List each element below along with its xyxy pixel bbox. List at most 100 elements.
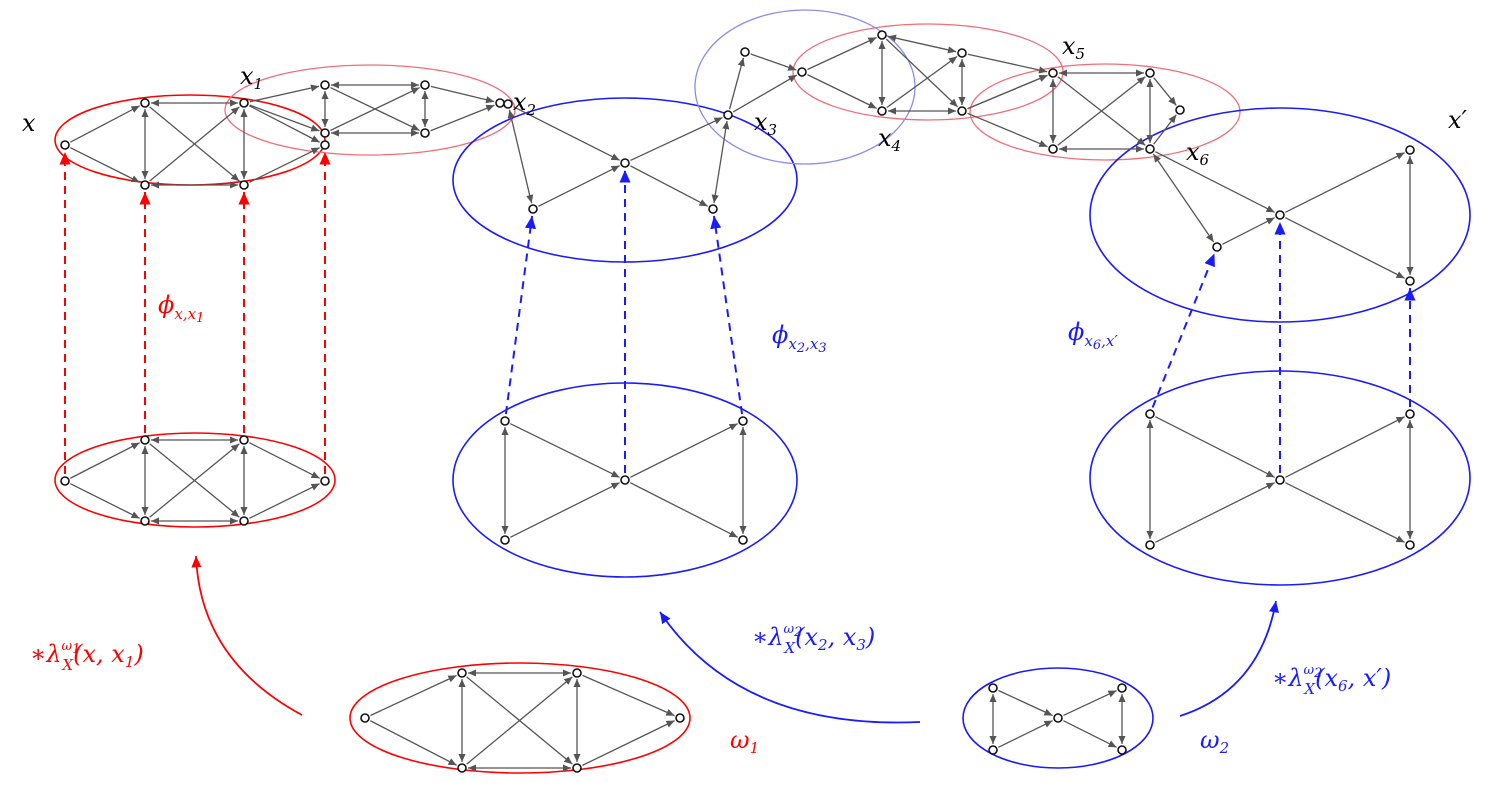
graph-node xyxy=(320,80,330,90)
graph-node xyxy=(708,204,718,214)
graph-edge xyxy=(728,57,745,110)
graph-node xyxy=(877,30,887,40)
graph-edge xyxy=(807,74,877,109)
graph-edge xyxy=(582,674,675,717)
cluster-ellipse xyxy=(1089,107,1471,323)
graph-node xyxy=(1175,105,1185,115)
graph-edge xyxy=(1285,482,1405,543)
label-x4: x4 xyxy=(878,124,901,155)
lambda-arrow xyxy=(1179,600,1279,717)
graph-node xyxy=(500,535,510,545)
embedding-arrow xyxy=(1151,253,1216,408)
graph-node xyxy=(239,180,249,190)
label-omega1: ω1 xyxy=(730,726,759,757)
graph-node xyxy=(572,763,582,773)
graph-node xyxy=(503,99,513,109)
graph-edge xyxy=(70,483,140,519)
label-x6: x6 xyxy=(1186,138,1210,169)
graph-edge xyxy=(1153,114,1177,145)
cluster-ellipse xyxy=(54,432,336,528)
cluster-ellipse xyxy=(962,667,1154,769)
graph-node xyxy=(1117,683,1127,693)
label-xprime: x′ xyxy=(1448,106,1468,134)
graph-node xyxy=(738,535,748,545)
graph-edge xyxy=(1285,152,1405,213)
graph-edge xyxy=(70,105,140,143)
lambda-curves xyxy=(191,555,1279,724)
graph-node xyxy=(620,158,630,168)
label-x5: x5 xyxy=(1062,32,1085,63)
graph-node xyxy=(320,476,330,486)
graph-edge xyxy=(70,442,140,479)
graph-edge xyxy=(430,85,495,104)
graph-edge xyxy=(370,720,457,766)
graph-node xyxy=(60,476,70,486)
graph-node xyxy=(140,180,150,190)
graph-node xyxy=(140,435,150,445)
embedding-arrow xyxy=(504,215,536,415)
graph-edge xyxy=(510,482,620,538)
phi-x-x1: ϕx,x1 xyxy=(158,291,204,326)
graph-edge xyxy=(1152,153,1215,243)
graph-node xyxy=(1145,409,1155,419)
cluster-ellipse xyxy=(792,23,1064,121)
phi-x6-xprime: ϕx6,x′ xyxy=(1068,318,1118,353)
graph-edge xyxy=(1285,416,1405,478)
omega-labels: ω1 ω2 xyxy=(730,726,1229,757)
graph-edge xyxy=(538,165,620,207)
graph-edge xyxy=(149,106,240,182)
cluster-ellipse xyxy=(224,64,516,156)
graph-node xyxy=(239,435,249,445)
graph-edge xyxy=(466,676,573,765)
label-x: x xyxy=(22,109,36,137)
graph-edge xyxy=(967,74,1048,110)
graph-edge xyxy=(1057,76,1146,146)
cluster-ellipse xyxy=(969,63,1241,161)
graph-node xyxy=(572,668,582,678)
graph-node xyxy=(1405,540,1415,550)
graph-node xyxy=(320,128,330,138)
graph-node xyxy=(1212,242,1222,252)
graph-node xyxy=(1405,276,1415,286)
graph-node xyxy=(738,416,748,426)
graph-edge xyxy=(630,423,738,478)
graph-node xyxy=(1405,145,1415,155)
graph-node xyxy=(1053,713,1063,723)
graph-node xyxy=(797,67,807,77)
graph-edge xyxy=(1222,217,1275,245)
graph-node xyxy=(723,110,733,120)
graph-edge xyxy=(1155,416,1275,478)
graph-edge xyxy=(513,106,620,161)
graph-edge xyxy=(885,38,959,108)
cluster-ellipse xyxy=(452,97,798,263)
phi-labels: ϕx,x1 ϕx2,x3 ϕx6,x′ xyxy=(158,291,1118,356)
graph-edge xyxy=(249,84,320,103)
graph-edge xyxy=(249,147,320,183)
lambda-arrow xyxy=(659,611,921,724)
graph-node xyxy=(1048,144,1058,154)
graph-node xyxy=(1117,745,1127,755)
graph-node xyxy=(1275,210,1285,220)
graph-edge xyxy=(630,165,708,207)
graph-edge xyxy=(630,116,723,162)
graph-edge xyxy=(998,720,1053,748)
graph-node xyxy=(360,713,370,723)
graph-node xyxy=(239,516,249,526)
graph-node xyxy=(1145,540,1155,550)
graph-node xyxy=(528,204,538,214)
graph-edge xyxy=(1285,217,1405,279)
graph-edge xyxy=(750,53,797,71)
graph-nodes xyxy=(60,30,1415,773)
lambda-arrow xyxy=(191,555,303,716)
graph-edge xyxy=(1153,77,1177,106)
phi-x2-x3: ϕx2,x3 xyxy=(772,321,827,356)
graph-edge xyxy=(1155,151,1275,213)
graph-node xyxy=(140,516,150,526)
label-x1: x1 xyxy=(240,62,263,93)
graph-edge xyxy=(510,423,620,478)
label-x2: x2 xyxy=(513,88,536,119)
embedding-arrow xyxy=(710,215,744,415)
